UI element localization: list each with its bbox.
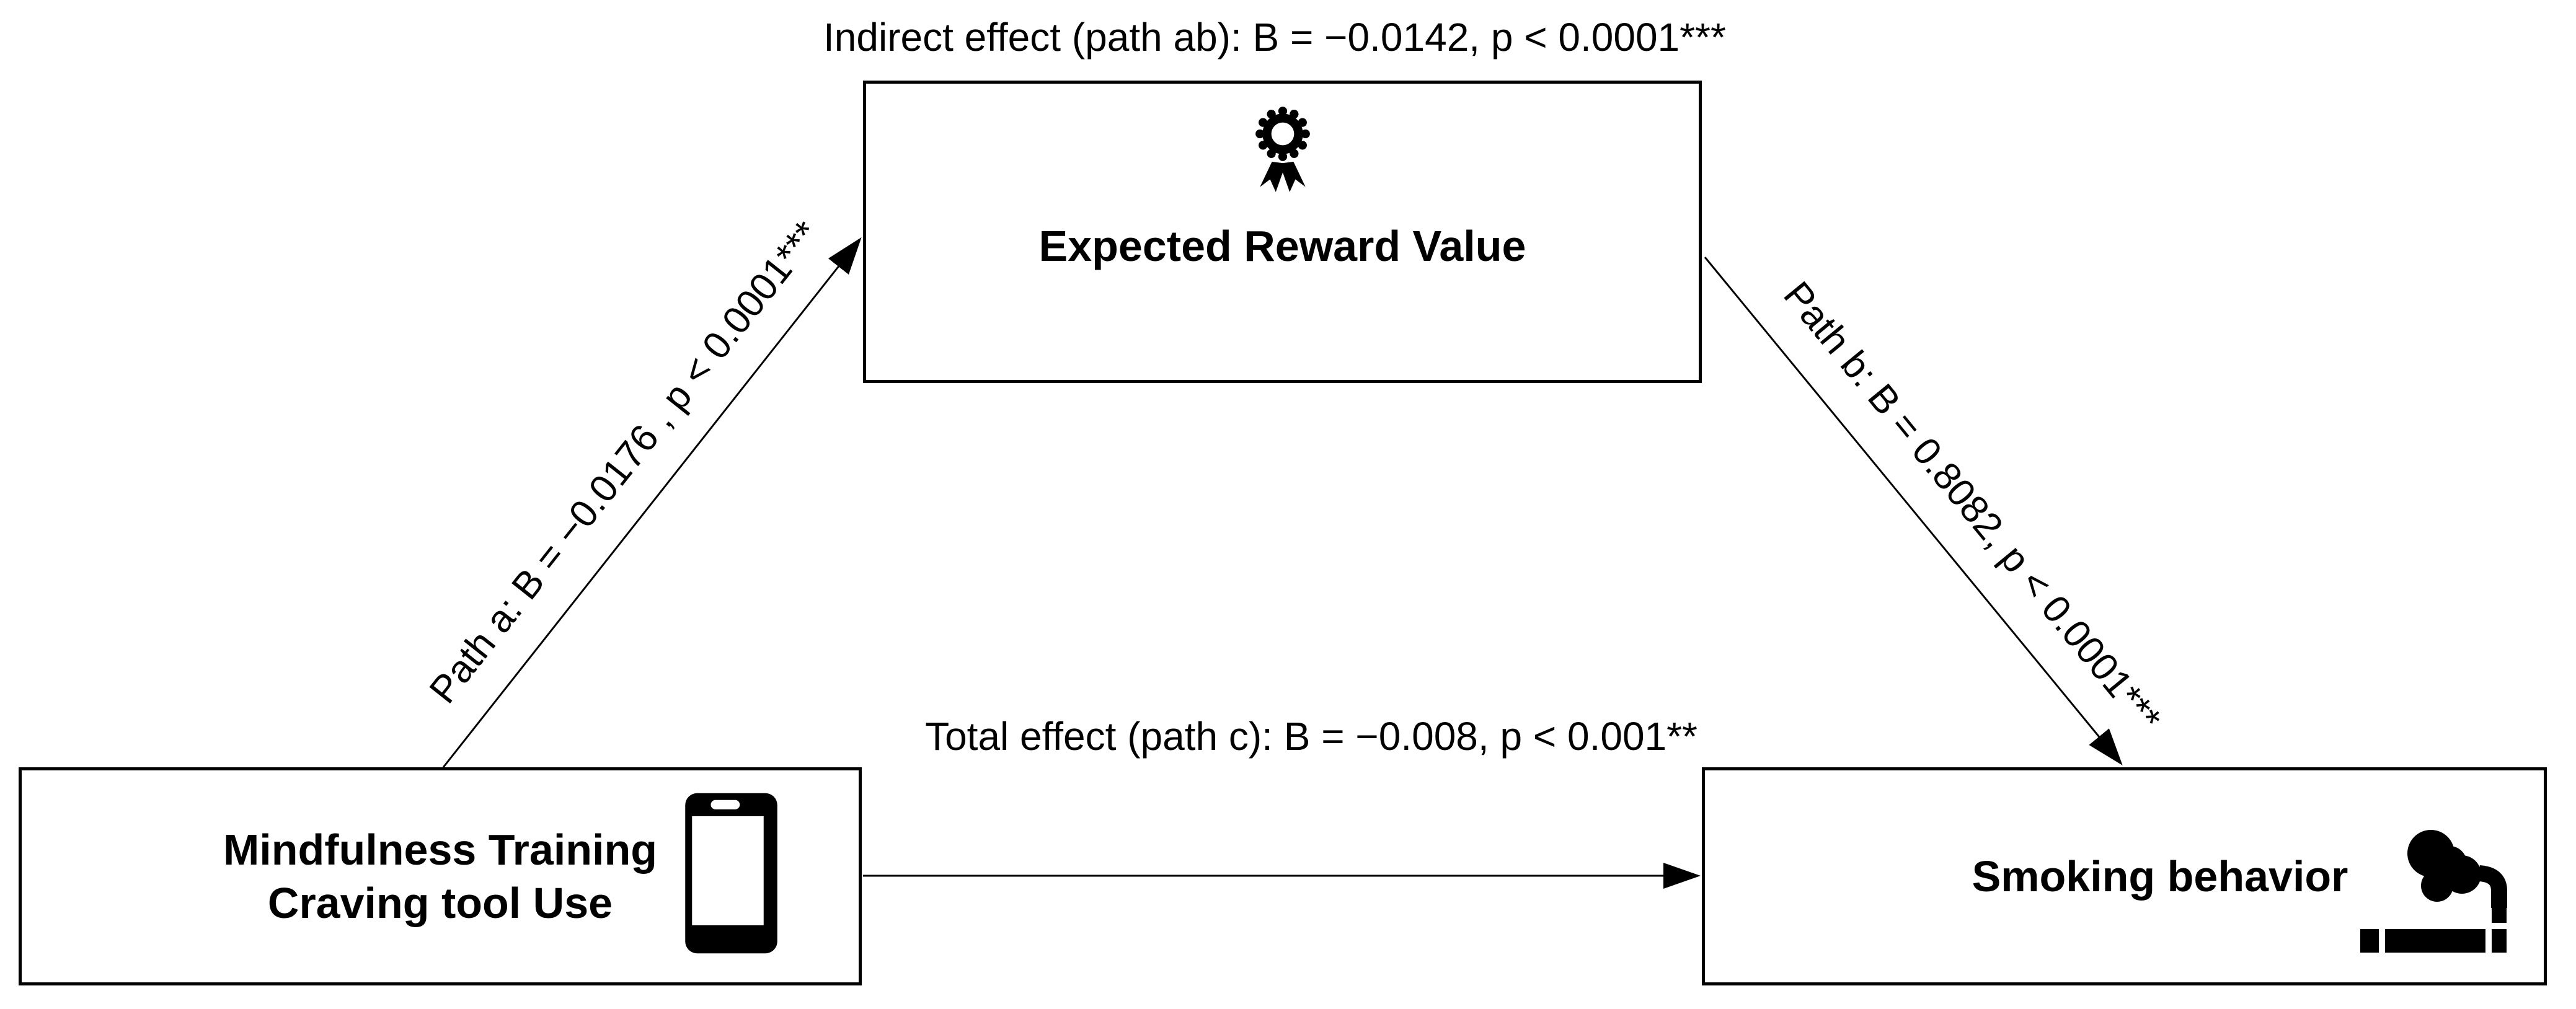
path-a-arrow — [442, 237, 862, 768]
smartphone-icon — [685, 793, 777, 954]
predictor-box-label: Mindfulness Training Craving tool Use — [22, 770, 859, 982]
award-ribbon-icon — [1255, 107, 1310, 192]
predictor-label-line2: Craving tool Use — [267, 879, 613, 927]
total-effect-label: Total effect (path c): B = −0.008, p < 0… — [925, 714, 1697, 759]
outcome-box-label: Smoking behavior — [1972, 852, 2348, 901]
predictor-label-line1: Mindfulness Training — [223, 826, 658, 874]
predictor-box: Mindfulness Training Craving tool Use — [19, 767, 862, 985]
mediator-box-label: Expected Reward Value — [1038, 222, 1526, 270]
smoking-cigarette-icon — [2360, 830, 2507, 953]
indirect-effect-label: Indirect effect (path ab): B = −0.0142, … — [823, 15, 1726, 59]
outcome-box: Smoking behavior — [1702, 767, 2547, 985]
path-b-arrow — [1704, 257, 2123, 765]
mediator-box: Expected Reward Value — [863, 81, 1702, 383]
